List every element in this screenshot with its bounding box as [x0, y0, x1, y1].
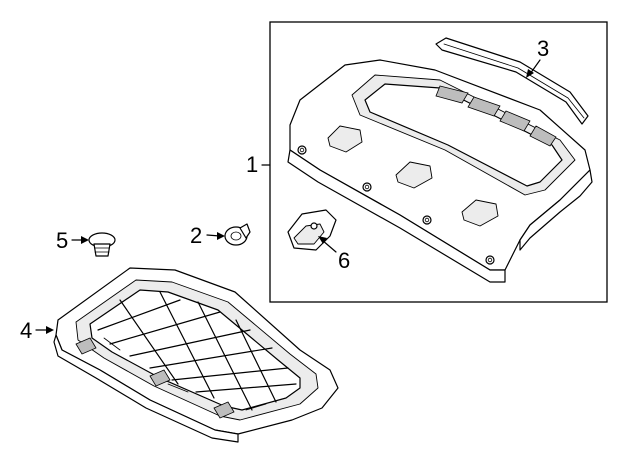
callout-1: 1 [246, 152, 258, 177]
callout-4: 4 [20, 318, 32, 343]
package-tray-panel [287, 59, 593, 283]
trim-strip [435, 37, 589, 125]
package-tray-lower [53, 267, 339, 443]
callout-2: 2 [190, 223, 202, 248]
leader-lines [35, 59, 541, 334]
callout-3: 3 [537, 36, 549, 61]
callout-5: 5 [56, 228, 68, 253]
clip-bracket [287, 209, 337, 251]
clip-fastener [88, 232, 116, 257]
assembly-frame [269, 21, 608, 303]
push-pin-fastener [224, 223, 251, 246]
callout-6: 6 [338, 248, 350, 273]
